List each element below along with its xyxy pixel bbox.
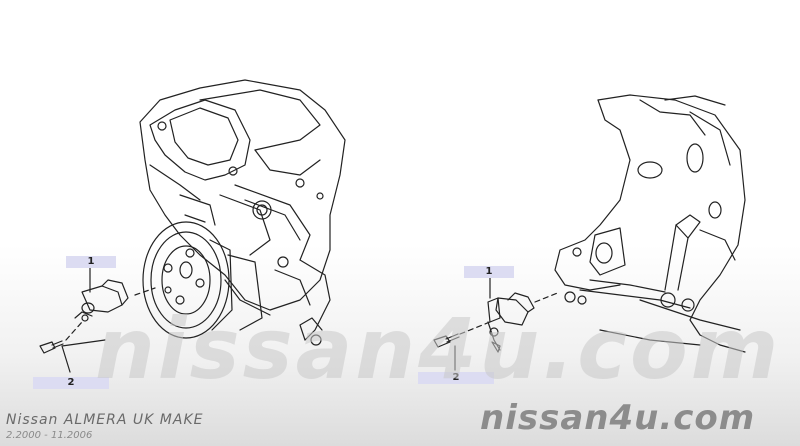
left-crank-pulley (142, 221, 263, 339)
left-engine-block (139, 79, 346, 346)
watermark-text: nissan4u.com (95, 300, 782, 398)
footer-brand: nissan4u.com (480, 398, 756, 438)
model-dates: 2.2000 - 11.2006 (6, 430, 93, 441)
left-bolt (39, 340, 64, 354)
right-bolt (433, 333, 460, 348)
right-callout-1: 1 (464, 266, 514, 278)
left-leader-2 (61, 339, 106, 373)
left-callout-1: 1 (66, 256, 116, 268)
left-axis-line (65, 287, 156, 341)
right-crank-position-sensor (487, 292, 535, 353)
model-title: Nissan ALMERA UK MAKE (6, 412, 204, 428)
right-callout-2: 2 (418, 372, 494, 384)
left-callout-2: 2 (33, 377, 109, 389)
right-axis-line (459, 291, 561, 335)
right-engine-block (554, 94, 746, 353)
left-crank-position-sensor (74, 279, 129, 322)
